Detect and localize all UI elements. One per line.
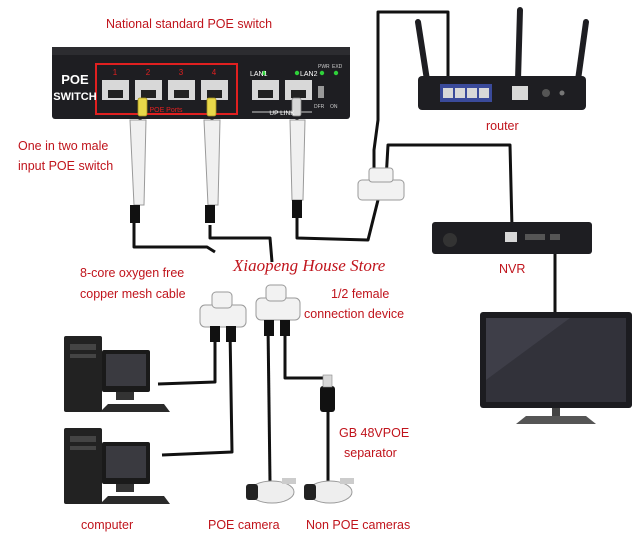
cable-computer2: [162, 330, 232, 455]
cable-poe-camera: [268, 325, 270, 482]
female-label-line2: connection device: [304, 304, 404, 324]
separator-label-line2: separator: [344, 443, 397, 463]
nvr-device: [432, 222, 592, 254]
cable-to-separator: [285, 325, 328, 390]
monitor-device: [480, 312, 632, 424]
cable-uplink-to-coupler: [297, 200, 378, 240]
poe-separator: [320, 375, 335, 412]
poe-ports-label: POE Ports: [149, 107, 183, 114]
uplink-coupler: [358, 168, 404, 200]
dfr-label: DFR: [314, 104, 325, 110]
port-number-2: 2: [146, 68, 151, 77]
switch-name-line2: SWITCH: [53, 91, 96, 103]
cable-computer1: [158, 330, 215, 384]
cable-label-line1: 8-core oxygen free: [80, 263, 184, 283]
poe-camera-device: [246, 478, 296, 503]
switch-name-line1: POE: [61, 72, 89, 87]
on-label: ON: [330, 104, 338, 110]
lan1-label: LAN1: [250, 71, 268, 78]
male-splitters: [130, 120, 305, 205]
ext-label: EXD: [332, 64, 343, 70]
cable-to-nvr: [386, 145, 512, 228]
store-watermark: Xiaopeng House Store: [233, 256, 385, 276]
switch-title: National standard POE switch: [106, 14, 272, 34]
computer-2: [64, 428, 170, 504]
port-number-3: 3: [179, 68, 184, 77]
poe-camera-label: POE camera: [208, 515, 280, 535]
nvr-label: NVR: [499, 259, 525, 279]
computer-1: [64, 336, 170, 412]
cable-label-line2: copper mesh cable: [80, 284, 186, 304]
port-number-1: 1: [113, 68, 118, 77]
poe-switch: [52, 47, 350, 119]
separator-label-line1: GB 48VPOE: [339, 423, 409, 443]
pwr-label: PWR: [318, 64, 330, 70]
router-device: [418, 10, 586, 110]
female-label-line1: 1/2 female: [331, 284, 389, 304]
router-label: router: [486, 116, 519, 136]
computer-label: computer: [81, 515, 133, 535]
lan2-label: LAN2: [300, 71, 318, 78]
port-number-4: 4: [212, 68, 217, 77]
non-poe-camera-device: [304, 478, 354, 503]
non-poe-cameras-label: Non POE cameras: [306, 515, 410, 535]
one-in-two-label-line2: input POE switch: [18, 156, 113, 176]
uplink-label: UP LINK: [269, 110, 295, 117]
cable-left-branch: [134, 222, 215, 252]
one-in-two-label-line1: One in two male: [18, 136, 108, 156]
